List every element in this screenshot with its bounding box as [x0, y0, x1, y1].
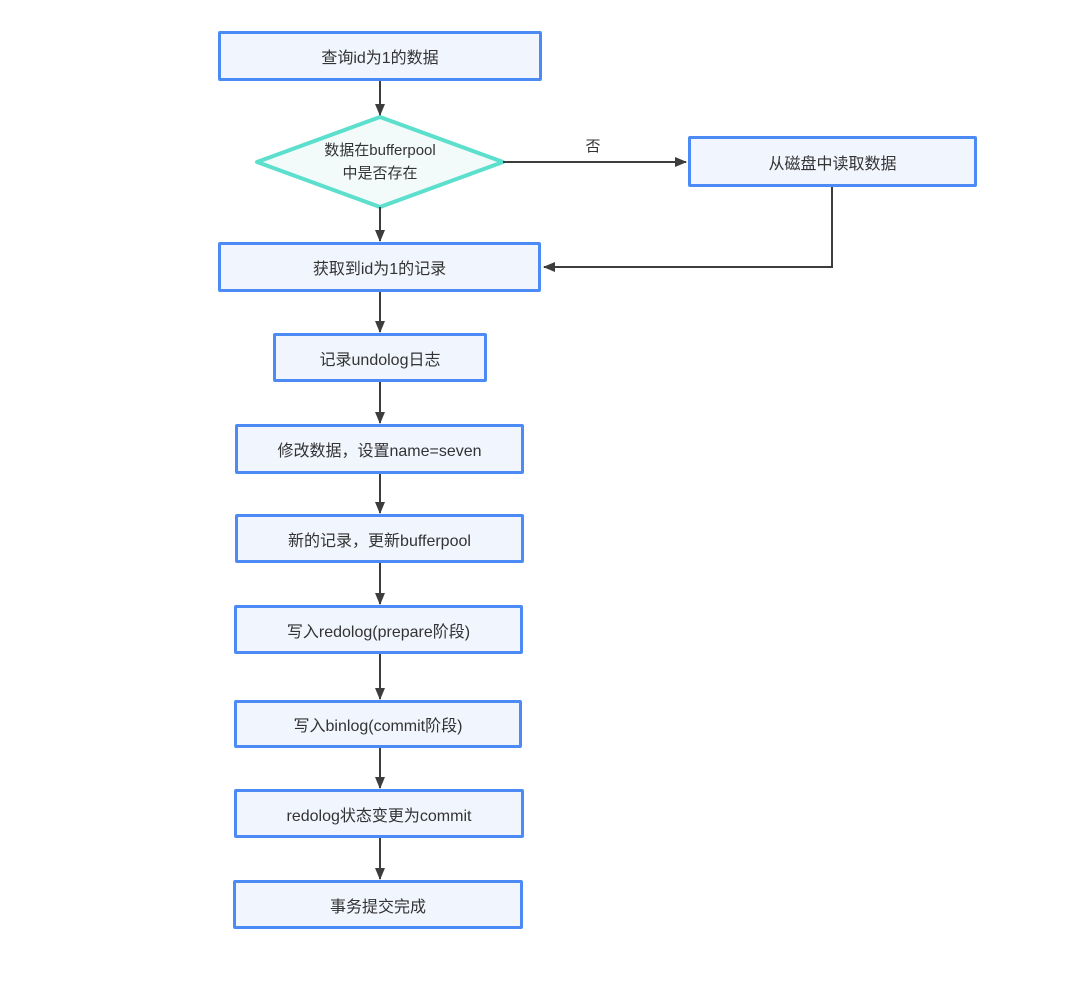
edge-label-no: 否 [563, 135, 623, 156]
edge-read-disk-to-get-record [543, 187, 833, 272]
decision-label-line2: 中是否存在 [342, 165, 418, 182]
node-done: 事务提交完成 [233, 880, 523, 929]
node-undolog: 记录undolog日志 [273, 333, 487, 382]
decision-label: 数据在bufferpool 中是否存在 [258, 139, 502, 185]
node-update-bufferpool: 新的记录，更新bufferpool [235, 514, 524, 563]
node-start: 查询id为1的数据 [218, 31, 542, 81]
node-read-disk: 从磁盘中读取数据 [688, 136, 977, 187]
node-get-record: 获取到id为1的记录 [218, 242, 541, 292]
decision-label-line1: 数据在bufferpool [324, 142, 436, 159]
node-redolog-commit: redolog状态变更为commit [234, 789, 524, 838]
node-modify: 修改数据，设置name=seven [235, 424, 524, 474]
node-binlog-commit: 写入binlog(commit阶段) [234, 700, 522, 748]
node-redolog-prepare: 写入redolog(prepare阶段) [234, 605, 523, 654]
